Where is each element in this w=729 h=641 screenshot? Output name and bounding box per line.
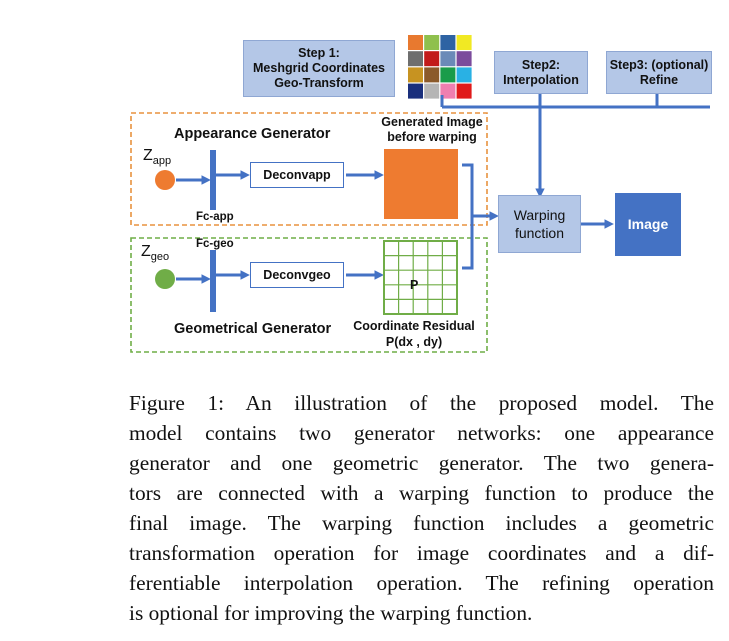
caption-line-4: tors are connected with a warping functi…: [129, 481, 714, 505]
step2-line2: Interpolation: [503, 72, 579, 87]
z-app-label: Zapp: [143, 147, 171, 167]
generated-image-block: [384, 149, 458, 219]
palette-cell: [456, 51, 472, 67]
step3-box: Step3: (optional) Refine: [606, 51, 712, 94]
fc-app-bar: [210, 150, 216, 210]
z-geo-label: Zgeo: [141, 243, 169, 263]
geometric-generator-region: [130, 237, 488, 353]
caption-line-6: transformation operation for image coord…: [129, 541, 714, 565]
palette-cell: [424, 51, 440, 67]
step2-box: Step2: Interpolation: [494, 51, 588, 94]
figure-caption: Figure 1: An illustration of the propose…: [129, 388, 714, 628]
fc-app-label: Fc-app: [196, 211, 234, 223]
step1-line2: Meshgrid Coordinates: [253, 61, 385, 75]
deconv-app-box: Deconvapp: [250, 162, 344, 188]
warping-function-line2: function: [514, 225, 565, 241]
geometric-generator-title: Geometrical Generator: [174, 321, 332, 337]
caption-line-2: model contains two generator networks: o…: [129, 421, 714, 445]
appearance-generator-title: Appearance Generator: [174, 126, 331, 142]
coordinate-residual-line1: Coordinate Residual: [353, 319, 475, 333]
color-palette-grid: [408, 35, 472, 99]
step1-line1: Step 1:: [298, 46, 340, 60]
coordinate-residual-line2: P(dx , dy): [385, 335, 443, 349]
appearance-generator-region: [130, 112, 488, 226]
z-geo-node: [155, 269, 175, 289]
diagram-graphics: [130, 35, 710, 353]
step2-line1: Step2:: [521, 57, 561, 72]
palette-cell: [408, 51, 423, 67]
step3-line1: Step3: (optional): [609, 57, 709, 72]
fc-geo-label: Fc-geo: [196, 238, 234, 250]
z-app-main: Z: [143, 147, 153, 164]
z-app-node: [155, 170, 175, 190]
fc-geo-bar: [210, 250, 216, 312]
warping-function-line1: Warping: [513, 207, 566, 223]
palette-cell: [440, 83, 456, 99]
z-geo-subscript: geo: [150, 251, 170, 264]
palette-cell: [456, 83, 472, 99]
palette-cell: [408, 83, 423, 99]
palette-cell: [440, 35, 456, 50]
step3-line2: Refine: [639, 72, 679, 87]
palette-cell: [456, 35, 472, 50]
output-merge-bracket: [462, 163, 474, 270]
z-app-subscript: app: [152, 155, 172, 168]
generated-image-label: Generated Image before warping: [380, 115, 484, 145]
grid-point-label: P: [410, 278, 419, 292]
caption-line-8: is optional for improving the warping fu…: [129, 601, 533, 625]
palette-cell: [424, 67, 440, 83]
deconv-geo-box: Deconvgeo: [250, 262, 344, 288]
caption-line-3: generator and one geometric generator. T…: [129, 451, 714, 475]
caption-line-7: ferentiable interpolation operation. The…: [129, 571, 714, 595]
grid-border: [383, 240, 458, 315]
palette-cell: [424, 35, 440, 50]
caption-line-1: Figure 1: An illustration of the propose…: [129, 391, 714, 415]
palette-cell: [424, 83, 440, 99]
step1-box: Step 1: Meshgrid Coordinates Geo-Transfo…: [243, 40, 395, 97]
palette-cell: [408, 67, 423, 83]
palette-cell: [408, 35, 423, 50]
warping-function-box: Warping function: [498, 195, 581, 253]
palette-cell: [440, 67, 456, 83]
palette-cell: [456, 67, 472, 83]
coordinate-residual-grid: [383, 240, 458, 315]
z-geo-main: Z: [141, 243, 151, 260]
generated-image-label-line2: before warping: [387, 130, 477, 144]
coordinate-residual-label: Coordinate Residual P(dx , dy): [346, 318, 482, 350]
caption-line-5: final image. The warping function includ…: [129, 511, 714, 535]
image-box: Image: [615, 193, 681, 256]
generated-image-label-line1: Generated Image: [381, 115, 483, 129]
step1-line3: Geo-Transform: [274, 76, 364, 90]
palette-cell: [440, 51, 456, 67]
